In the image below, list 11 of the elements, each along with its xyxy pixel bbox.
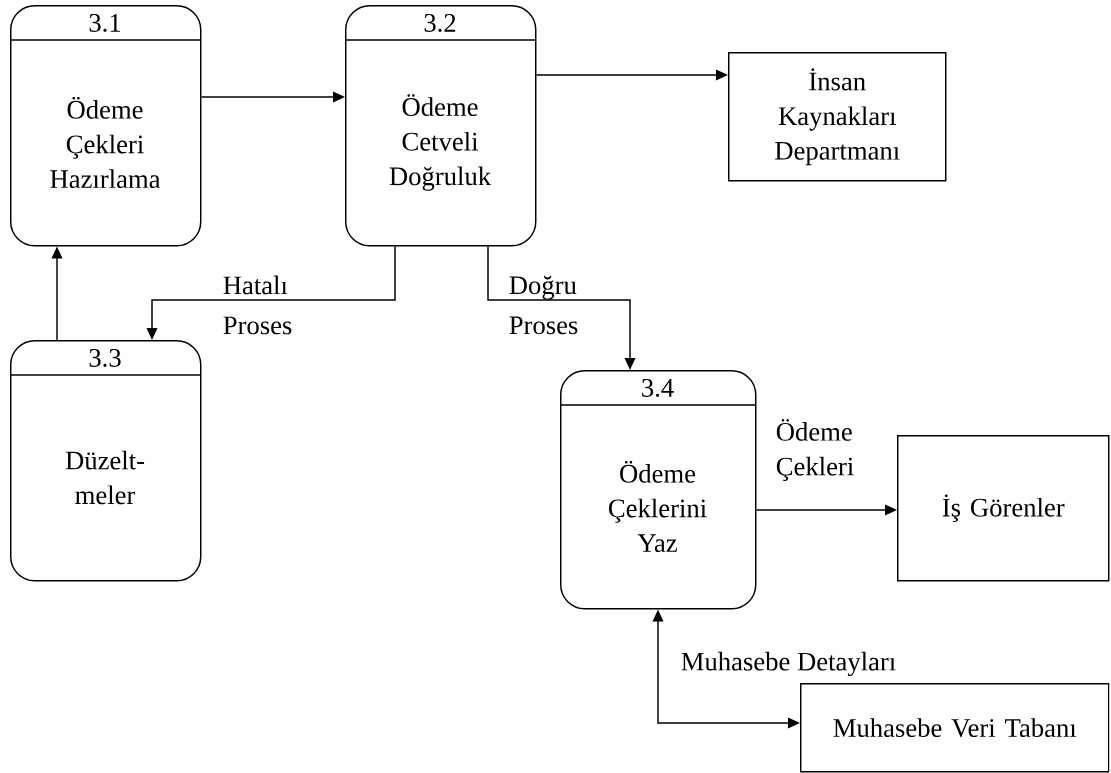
- edge-label: Hatalı Proses: [223, 275, 292, 335]
- process-box: 3.4 Ödeme Çeklerini Yaz: [559, 370, 757, 610]
- entity-box: İnsan Kaynakları Departmanı: [728, 52, 947, 182]
- edge-label: Muhasebe Detayları: [681, 651, 896, 677]
- process-box: 3.2 Ödeme Cetveli Doğruluk: [344, 5, 537, 247]
- entity-box: Muhasebe Veri Tabanı: [800, 683, 1110, 773]
- edge-label: Ödeme Çekleri: [776, 419, 854, 481]
- process-box: 3.3 Düzelt- meler: [9, 340, 202, 582]
- edge-label: Doğru Proses: [509, 275, 578, 335]
- entity-box: İş Görenler: [897, 435, 1110, 582]
- process-box: 3.1 Ödeme Çekleri Hazırlama: [9, 5, 202, 247]
